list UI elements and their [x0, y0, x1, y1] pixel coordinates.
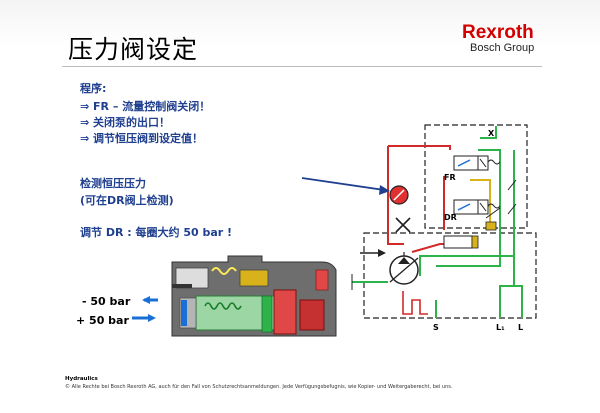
page-title: 压力阀设定: [68, 35, 199, 64]
port-x-label: X: [488, 129, 495, 138]
port-l1-label: L₁: [496, 323, 505, 332]
header-divider: [62, 66, 542, 67]
plus-50-bar-label: + 50 bar: [76, 314, 129, 327]
step-3: ⇒ 调节恒压阀到设定值！: [80, 132, 204, 145]
check-pressure-text: 检测恒压压力: [80, 177, 146, 190]
dr-label: DR: [444, 213, 457, 222]
fr-label: FR: [444, 173, 456, 182]
port-l-label: L: [518, 323, 523, 332]
header: [0, 0, 600, 70]
port-s-label: S: [433, 323, 439, 332]
footer-hydraulics: Hydraulics: [65, 376, 98, 382]
step-1: ⇒ FR – 流量控制阀关闭！: [80, 100, 211, 113]
rexroth-logo: Rexroth: [462, 22, 534, 43]
hydraulic-schematic: [301, 124, 537, 319]
adjust-text: 调节 DR : 每圈大约 50 bar !: [80, 226, 233, 239]
minus-50-bar-label: - 50 bar: [82, 295, 131, 308]
valve-cross-section: [171, 255, 337, 337]
bosch-group-label: Bosch Group: [470, 42, 535, 54]
footer-copyright: © Alle Rechte bei Bosch Rexroth AG, auch…: [65, 384, 453, 390]
check-location-text: (可在DR阀上检测): [80, 194, 174, 207]
procedure-heading: 程序:: [80, 82, 107, 95]
step-2: ⇒ 关闭泵的出口！: [80, 116, 171, 129]
